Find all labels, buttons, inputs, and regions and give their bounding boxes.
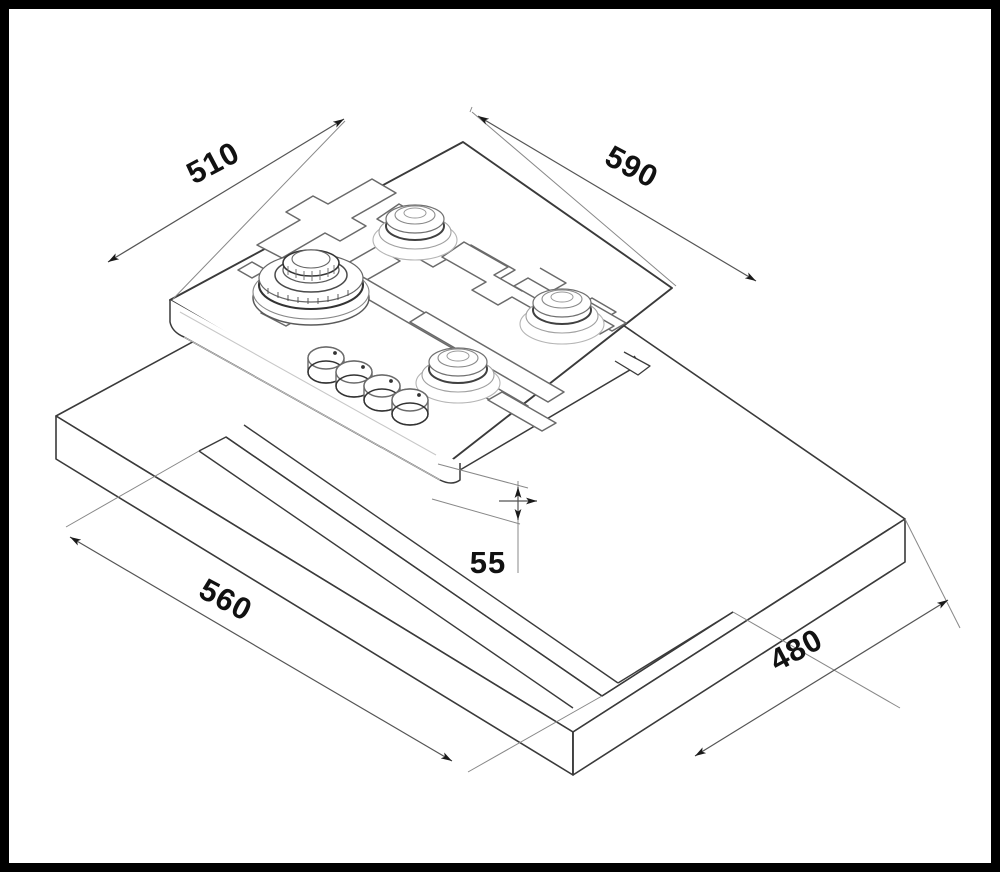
dimension-510-geometry — [107, 106, 473, 300]
dimension-560-geometry — [65, 450, 603, 773]
dimension-55-geometry — [431, 463, 537, 573]
burner-right — [519, 288, 605, 345]
knob-4 — [391, 388, 429, 426]
dimension-480-geometry — [694, 518, 961, 757]
knob-3 — [363, 374, 401, 412]
burner-rear-center — [372, 204, 458, 261]
burner-front — [415, 347, 501, 404]
dimension-lines — [65, 106, 961, 773]
knob-1 — [307, 346, 345, 384]
burners — [252, 204, 605, 404]
dimension-label-55: 55 — [470, 545, 506, 580]
control-knobs — [307, 346, 429, 426]
dimension-590-geometry — [471, 111, 757, 287]
knob-2 — [335, 360, 373, 398]
